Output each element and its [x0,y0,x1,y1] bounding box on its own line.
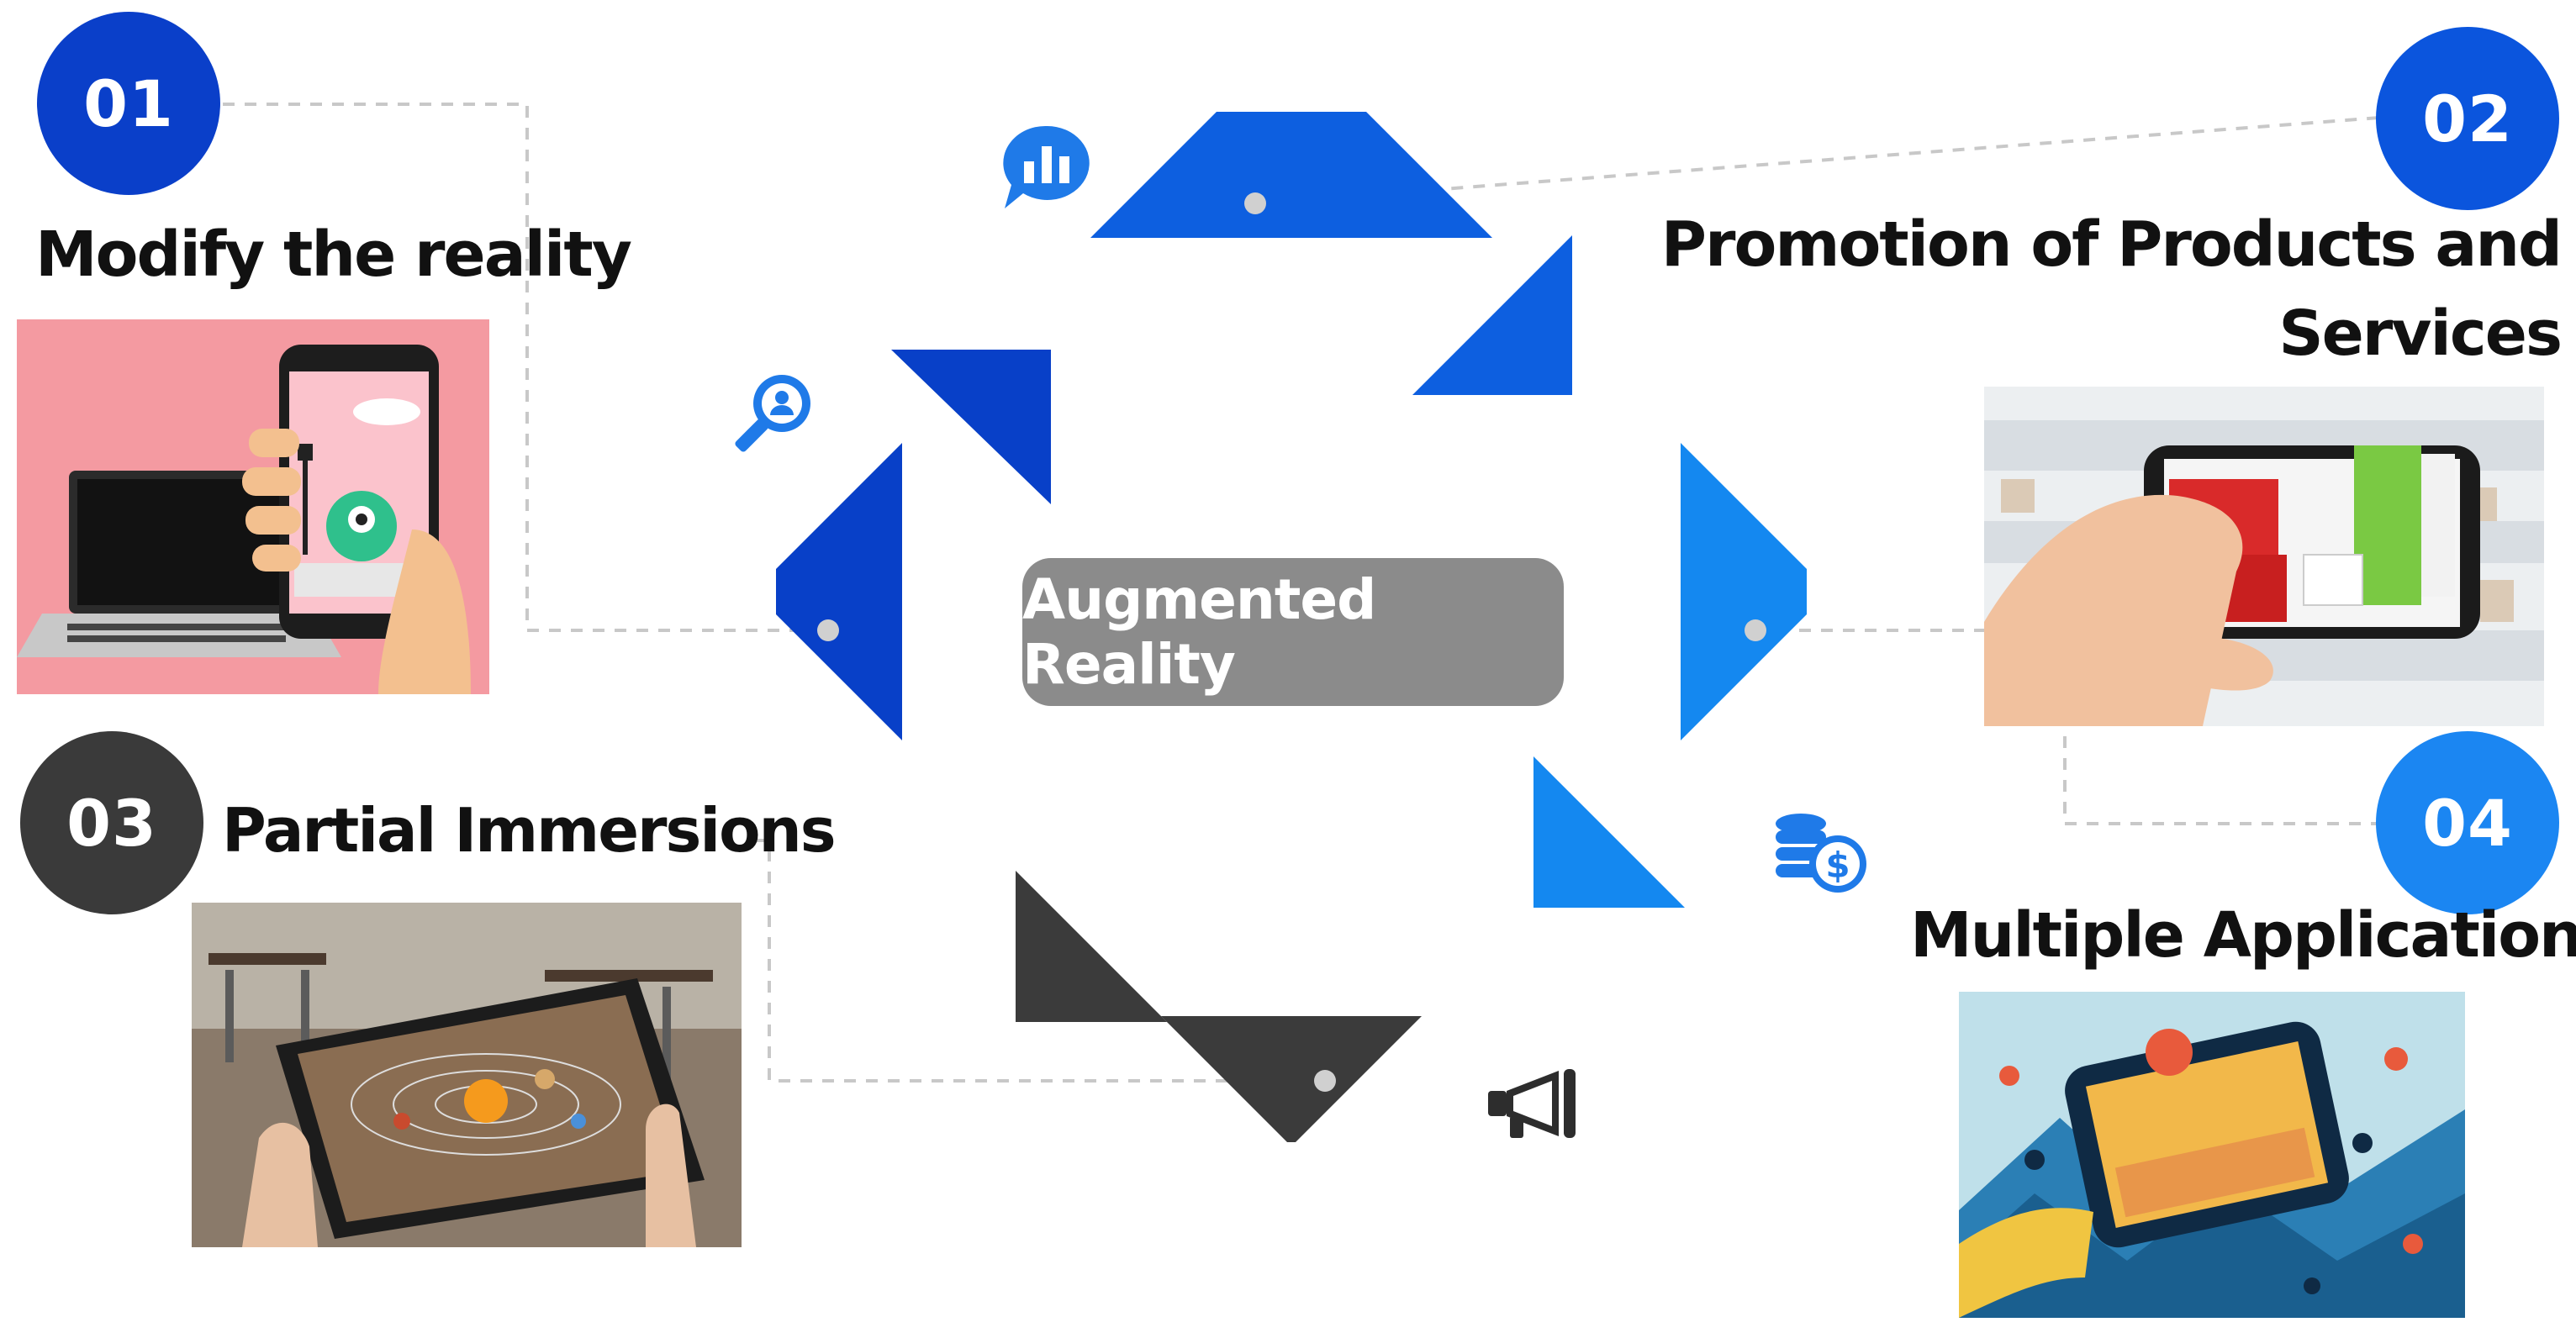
title-03: Partial Immersions [222,795,837,866]
arrowhead-right [1533,756,1685,908]
connector-03 [757,839,1325,1083]
dot-top [1244,192,1266,214]
image-product-promotion [1984,387,2544,726]
title-04: Multiple Application [1910,899,2576,972]
user-search-icon [735,375,810,452]
badge-02: 02 [2376,27,2559,210]
badge-01: 01 [37,12,220,195]
arrowhead-bottom [1016,871,1167,1022]
chart-bubble-icon [1003,125,1090,208]
badge-03: 03 [20,731,203,914]
image-multiple-application [1959,992,2465,1318]
arrow-right [1305,329,1807,854]
arrowhead-left [891,350,1051,504]
svg-text:$: $ [1825,845,1850,886]
arrow-top [1016,112,1567,588]
title-01: Modify the reality [35,219,632,291]
megaphone-icon [1488,1069,1576,1138]
image-modify-reality [17,319,489,694]
connector-04 [1755,629,2379,825]
arrowhead-top [1412,235,1572,395]
dot-bottom [1314,1070,1336,1092]
arrow-left [776,329,1278,854]
dot-right [1745,619,1766,641]
center-label: Augmented Reality [1022,558,1564,706]
image-partial-immersion [192,903,742,1247]
badge-04: 04 [2376,731,2559,914]
title-02-line2: Services [2278,298,2563,370]
coins-dollar-icon: $ [1776,814,1866,893]
dot-left [817,619,839,641]
arrow-bottom [1016,595,1567,1142]
title-02-line1: Promotion of Products and [1660,208,2563,281]
